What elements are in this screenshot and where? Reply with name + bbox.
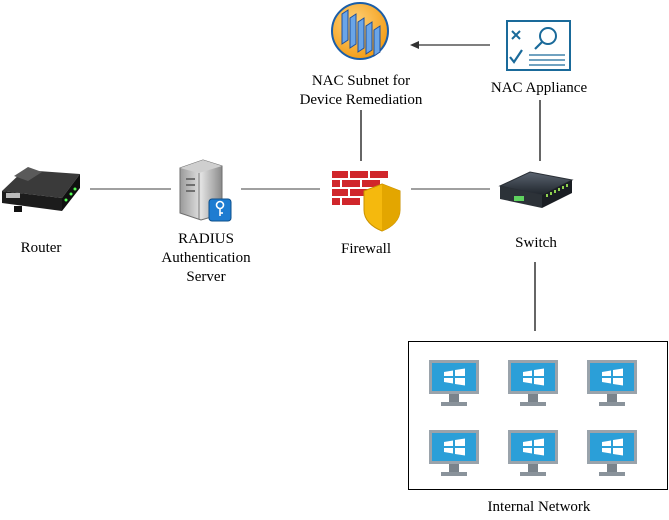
switch-label: Switch: [515, 235, 557, 251]
firewall-label: Firewall: [341, 241, 391, 257]
internal-network-boundary: [408, 341, 668, 490]
server-key-icon: [179, 159, 232, 222]
windows-desktop-icon: [508, 430, 558, 476]
workstation-grid: [429, 360, 637, 476]
arrowhead: [410, 41, 419, 49]
radius-label: RADIUS Authentication Server: [161, 231, 251, 285]
nac-appliance-label: NAC Appliance: [490, 80, 588, 96]
router-icon: [2, 167, 80, 212]
network-switch-icon: [498, 171, 574, 208]
subnet-icon: [331, 2, 389, 60]
internal-network-label: Internal Network: [487, 499, 591, 515]
windows-desktop-icon: [587, 360, 637, 406]
windows-desktop-icon: [508, 360, 558, 406]
windows-desktop-icon: [587, 430, 637, 476]
router-label: Router: [20, 240, 62, 256]
checklist-icon: [506, 20, 571, 71]
windows-desktop-icon: [429, 360, 479, 406]
firewall-shield-icon: [332, 171, 401, 232]
nac-subnet-label: NAC Subnet for Device Remediation: [299, 73, 423, 108]
windows-desktop-icon: [429, 430, 479, 476]
